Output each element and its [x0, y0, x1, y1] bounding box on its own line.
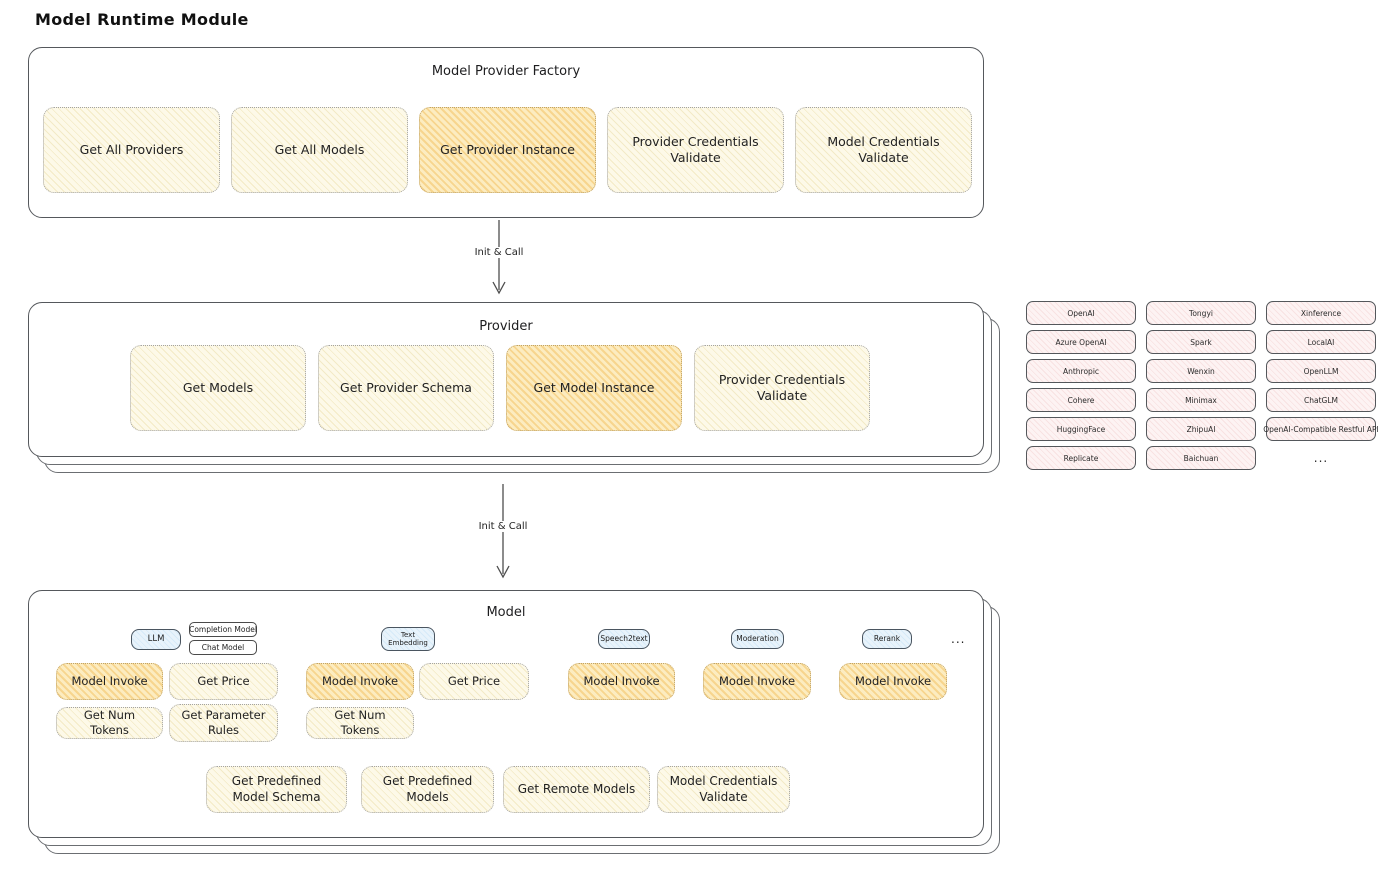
provider-list-ellipsis: ... [1313, 451, 1329, 465]
rerank-model-invoke-button: Model Invoke [839, 663, 947, 700]
provider-chip-chatglm: ChatGLM [1266, 388, 1376, 412]
provider-chip-localai: LocalAI [1266, 330, 1376, 354]
provider-chip-openai: OpenAI [1026, 301, 1136, 325]
arrow-down-icon-2 [496, 484, 510, 579]
provider-chip-xinference: Xinference [1266, 301, 1376, 325]
moderation-model-invoke-button: Model Invoke [703, 663, 811, 700]
provider-box: Provider Get Models Get Provider Schema … [28, 302, 984, 457]
init-call-label-2: Init & Call [458, 521, 548, 532]
speech2text-tag: Speech2text [598, 629, 650, 649]
get-all-providers-button: Get All Providers [43, 107, 220, 193]
provider-chip-openllm: OpenLLM [1266, 359, 1376, 383]
factory-title: Model Provider Factory [431, 64, 581, 79]
provider-chip-openai-compatible: OpenAI-Compatible Restful API [1263, 417, 1379, 441]
provider-chip-replicate: Replicate [1026, 446, 1136, 470]
text-embedding-tag: Text Embedding [381, 627, 435, 651]
embedding-get-price-button: Get Price [419, 663, 529, 700]
speech2text-model-invoke-button: Model Invoke [568, 663, 675, 700]
model-box: Model LLM Completion Model Chat Model Te… [28, 590, 984, 838]
provider-chip-anthropic: Anthropic [1026, 359, 1136, 383]
llm-get-parameter-rules-button: Get Parameter Rules [169, 704, 278, 742]
model-provider-factory-box: Model Provider Factory Get All Providers… [28, 47, 984, 218]
get-remote-models-button: Get Remote Models [503, 766, 650, 813]
page-title: Model Runtime Module [35, 10, 249, 29]
provider-chip-tongyi: Tongyi [1146, 301, 1256, 325]
provider-chip-azure-openai: Azure OpenAI [1026, 330, 1136, 354]
model-credentials-validate-button: Model Credentials Validate [795, 107, 972, 193]
embedding-get-num-tokens-button: Get Num Tokens [306, 707, 414, 739]
get-provider-schema-button: Get Provider Schema [318, 345, 494, 431]
provider-buttons-row: Get Models Get Provider Schema Get Model… [130, 345, 870, 431]
provider-credentials-validate-button: Provider Credentials Validate [607, 107, 784, 193]
embedding-model-invoke-button: Model Invoke [306, 663, 414, 700]
llm-tag: LLM [131, 629, 181, 650]
provider-list: OpenAI Tongyi Xinference Azure OpenAI Sp… [1026, 301, 1379, 470]
get-model-instance-button: Get Model Instance [506, 345, 682, 431]
rerank-tag: Rerank [862, 629, 912, 649]
provider-chip-baichuan: Baichuan [1146, 446, 1256, 470]
model-title: Model [486, 605, 526, 620]
init-call-label-1: Init & Call [454, 247, 544, 258]
arrow-down-icon [492, 220, 506, 295]
llm-model-invoke-button: Model Invoke [56, 663, 163, 700]
provider-title: Provider [479, 319, 533, 334]
get-predefined-models-button: Get Predefined Models [361, 766, 494, 813]
chat-model-tag: Chat Model [189, 640, 257, 655]
provider-credentials-validate-button-2: Provider Credentials Validate [694, 345, 870, 431]
provider-chip-wenxin: Wenxin [1146, 359, 1256, 383]
factory-buttons-row: Get All Providers Get All Models Get Pro… [43, 107, 972, 193]
provider-chip-minimax: Minimax [1146, 388, 1256, 412]
provider-chip-huggingface: HuggingFace [1026, 417, 1136, 441]
get-all-models-button: Get All Models [231, 107, 408, 193]
llm-get-price-button: Get Price [169, 663, 278, 700]
provider-chip-spark: Spark [1146, 330, 1256, 354]
completion-model-tag: Completion Model [189, 622, 257, 637]
llm-get-num-tokens-button: Get Num Tokens [56, 707, 163, 739]
model-credentials-validate-button-2: Model Credentials Validate [657, 766, 790, 813]
model-tags-ellipsis: ... [951, 632, 966, 646]
provider-chip-zhipuai: ZhipuAI [1146, 417, 1256, 441]
get-models-button: Get Models [130, 345, 306, 431]
get-predefined-model-schema-button: Get Predefined Model Schema [206, 766, 347, 813]
provider-chip-cohere: Cohere [1026, 388, 1136, 412]
get-provider-instance-button: Get Provider Instance [419, 107, 596, 193]
moderation-tag: Moderation [731, 629, 784, 649]
